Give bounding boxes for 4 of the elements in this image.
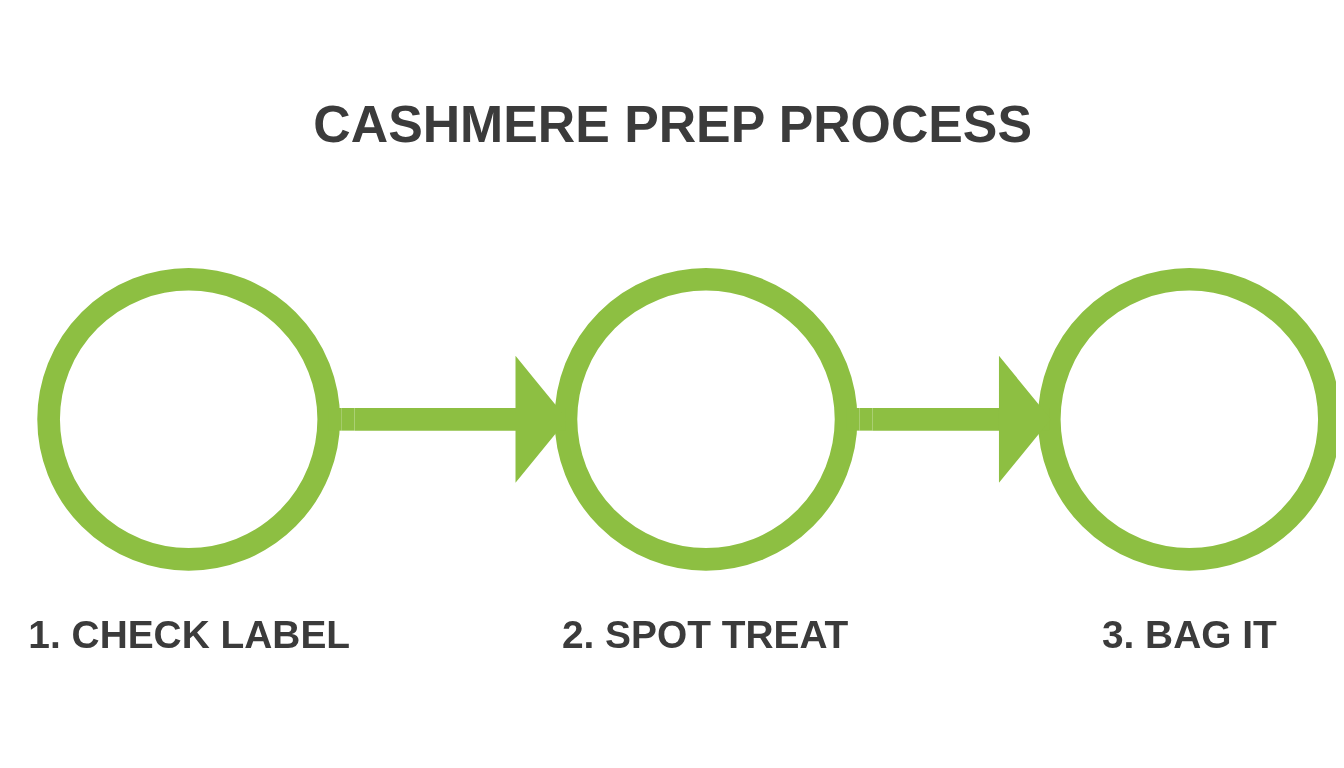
diagram-title: CASHMERE PREP PROCESS xyxy=(313,94,1032,153)
node-label: 2. SPOT TREAT xyxy=(561,612,849,656)
node-label: 3. BAG IT xyxy=(1101,612,1277,656)
node-label: 1. CHECK LABEL xyxy=(28,612,351,656)
